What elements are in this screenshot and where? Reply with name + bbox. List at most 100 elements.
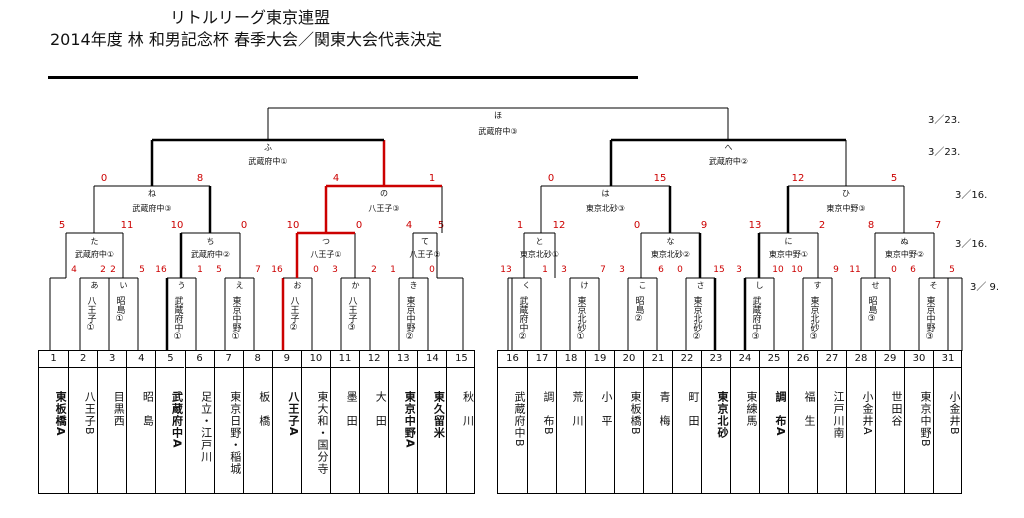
r1-match-label: し [756,281,764,290]
seed-number: 30 [905,351,933,368]
r1-right-score: 1 [197,265,203,275]
r1-match-label: あ [91,281,99,290]
qf-match-label: ひ [842,189,850,198]
r2-winner: 東京中野② [885,249,924,259]
seed-number: 8 [243,351,272,368]
r1-left-score: 16 [155,265,167,275]
page-title: リトルリーグ東京連盟 [170,8,331,27]
page-subtitle: 2014年度 林 和男記念杯 春季大会／関東大会代表決定 [50,30,442,49]
qf-right-score: 15 [654,173,667,184]
qf-right-score: 5 [891,173,897,184]
r2-right-score: 0 [241,220,247,231]
r1-right-score: 0 [429,265,435,275]
team-name: 八王子B [83,391,97,436]
r2-right-score: 0 [356,220,362,231]
r1-match-label: せ [872,281,880,290]
r2-left-score: 8 [868,220,874,231]
r1-match-label: さ [697,281,705,290]
r2-right-score: 7 [935,220,941,231]
r1-left-score: 11 [849,265,860,275]
seed-number: 3 [98,351,127,368]
r1-left-score: 3 [561,265,567,275]
team-name: 東京中野B [919,391,932,448]
team-name: 昭 島 [141,391,155,427]
seed-number: 26 [789,351,817,368]
team-cell: 2 八王子B [68,351,98,493]
r1-winner: 東京中野③ [925,295,936,342]
team-name: 東大和・国分寺 [315,391,329,475]
date-quarterfinal: 3／16. [955,190,988,201]
r1-winner: 武蔵府中② [518,295,529,342]
sf-match-label: ふ [264,143,272,152]
team-name: 東板橋A [54,391,68,437]
r2-match-label: に [785,237,793,246]
team-name: 板 橋 [257,391,271,427]
r1-left-score: 5 [216,265,222,275]
r1-winner: 東京北砂① [576,295,587,342]
final-match-label: ほ [494,111,502,120]
team-cell: 15 秋 川 [446,351,476,493]
r2-left-score: 0 [634,220,640,231]
r1-winner: 東京中野② [405,295,416,342]
qf-winner: 東京中野③ [826,203,865,213]
team-cell: 30 東京中野B [904,351,933,493]
r2-match-label: つ [322,237,330,246]
qf-right-score: 1 [429,173,435,184]
seed-number: 12 [360,351,389,368]
team-name: 福 生 [803,391,816,427]
r1-winner: 東京北砂② [692,295,703,342]
r1-left-score: 3 [619,265,625,275]
r1-winner: 昭島③ [867,296,878,324]
seed-number: 15 [447,351,476,368]
seed-number: 27 [818,351,846,368]
seed-number: 5 [156,351,185,368]
team-name: 秋 川 [461,391,475,427]
team-cell: 25 調 布A [759,351,788,493]
seed-number: 9 [272,351,301,368]
r1-right-score: 0 [313,265,319,275]
seed-number: 25 [760,351,788,368]
r1-left-score: 10 [791,265,803,275]
sf-match-label: へ [725,143,733,152]
r1-right-score: 2 [110,265,116,275]
seed-number: 10 [301,351,330,368]
seed-number: 17 [528,351,556,368]
r2-match-label: て [421,237,429,246]
r1-right-score: 5 [139,265,145,275]
r1-match-label: け [581,281,589,290]
r2-winner: 武蔵府中① [75,249,114,259]
team-name: 世田谷 [890,391,903,427]
team-cell: 8 板 橋 [242,351,272,493]
r2-match-label: ぬ [901,237,909,246]
team-name: 小 平 [600,391,613,427]
team-name: 足立・江戸川 [199,391,213,463]
qf-match-label: の [380,189,388,198]
qf-left-score: 0 [548,173,554,184]
r2-winner: 八王子① [310,250,341,259]
r1-match-label: え [236,281,244,290]
seed-number: 2 [69,351,98,368]
r2-winner: 東京北砂① [520,249,559,259]
team-name: 調 布A [774,391,787,437]
seed-number: 31 [934,351,962,368]
r1-winner: 武蔵府中① [173,295,184,342]
r1-winner: 武蔵府中③ [751,295,762,342]
r1-left-score: 2 [100,265,106,275]
